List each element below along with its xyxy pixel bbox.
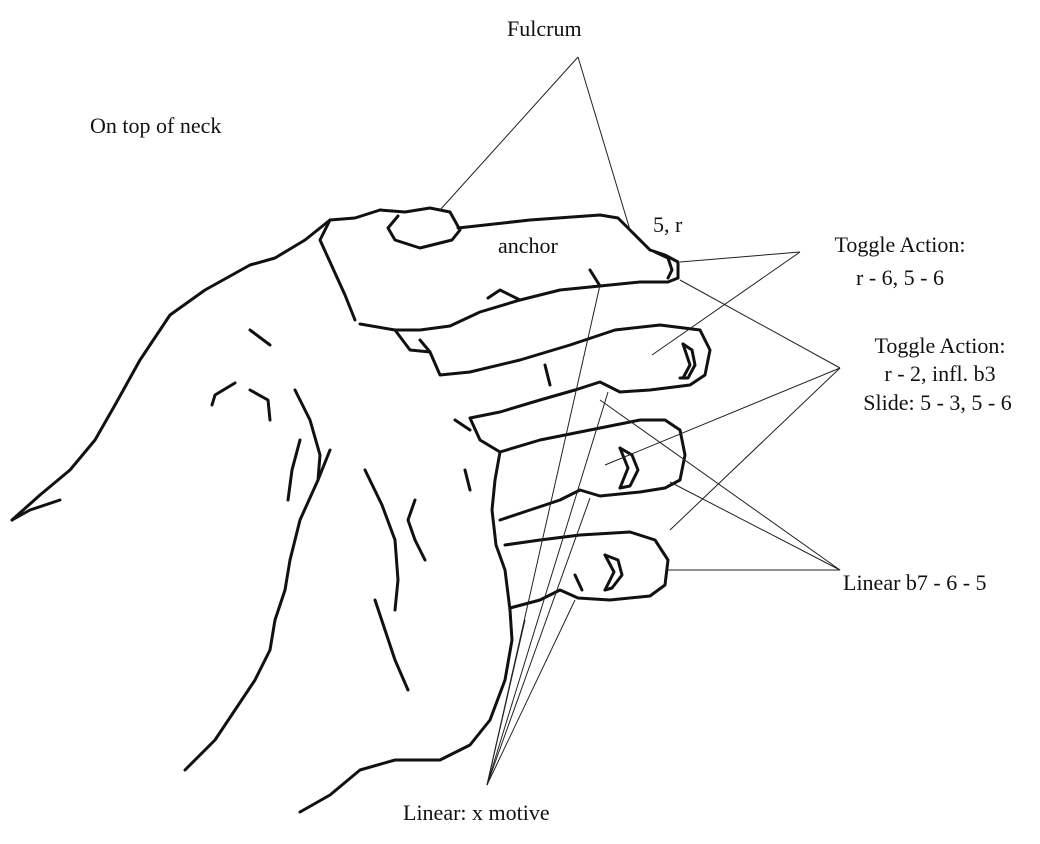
ring-finger: [470, 418, 685, 520]
palm-crease-9: [250, 330, 270, 345]
toggle2-leader-mid: [605, 368, 840, 465]
linear-b7-leader-ring: [670, 482, 840, 570]
palm-crease-5: [365, 470, 398, 610]
toggle1-leader-upper: [680, 252, 800, 262]
palm-crease-1: [212, 383, 235, 405]
palm-crease-3: [295, 390, 320, 480]
linear-x-motive-label: Linear: x motive: [403, 800, 550, 826]
hand-back-contour: [12, 210, 380, 520]
palm-crease-8: [455, 420, 470, 430]
ring-knuckle-line: [465, 470, 470, 490]
five-r-label: 5, r: [653, 212, 682, 238]
forearm-lower: [185, 450, 330, 770]
slide-label: Slide: 5 - 3, 5 - 6: [835, 390, 1040, 416]
hand-outline: [12, 208, 710, 812]
palm-crease-7: [375, 600, 408, 690]
fulcrum-leader-thumb: [440, 57, 578, 210]
little-finger-crease: [575, 575, 582, 590]
palm-crease-4: [288, 440, 300, 500]
ring-fingernail-inner: [620, 448, 628, 488]
thumb: [380, 208, 460, 248]
fulcrum-label: Fulcrum: [507, 16, 582, 42]
linear-b7-label: Linear b7 - 6 - 5: [843, 570, 987, 596]
on-top-of-neck-label: On top of neck: [90, 113, 221, 139]
toggle2-leader-upper: [680, 280, 840, 368]
index-knuckle-line-2: [590, 270, 600, 286]
fulcrum-leader-index: [578, 57, 630, 230]
toggle1-title: Toggle Action:: [800, 232, 1000, 258]
palm-crease-2: [250, 390, 270, 420]
toggle2-leader-lower: [670, 368, 840, 530]
palm-edge: [300, 452, 512, 812]
wrist-contour: [12, 500, 60, 520]
thumb-knuckle-line: [320, 220, 355, 320]
toggle1-leader-lower: [652, 252, 800, 355]
linear-x-leader-5: [487, 620, 525, 785]
toggle1-detail: r - 6, 5 - 6: [800, 265, 1000, 291]
index-knuckle-line: [488, 290, 520, 300]
toggle2-detail: r - 2, infl. b3: [840, 361, 1040, 387]
middle-crease: [545, 365, 550, 385]
middle-finger: [395, 325, 710, 418]
palm-crease-6: [408, 500, 425, 560]
anchor-label: anchor: [498, 233, 558, 259]
toggle2-title: Toggle Action:: [840, 333, 1040, 359]
linear-b7-leader-middle: [600, 400, 840, 570]
